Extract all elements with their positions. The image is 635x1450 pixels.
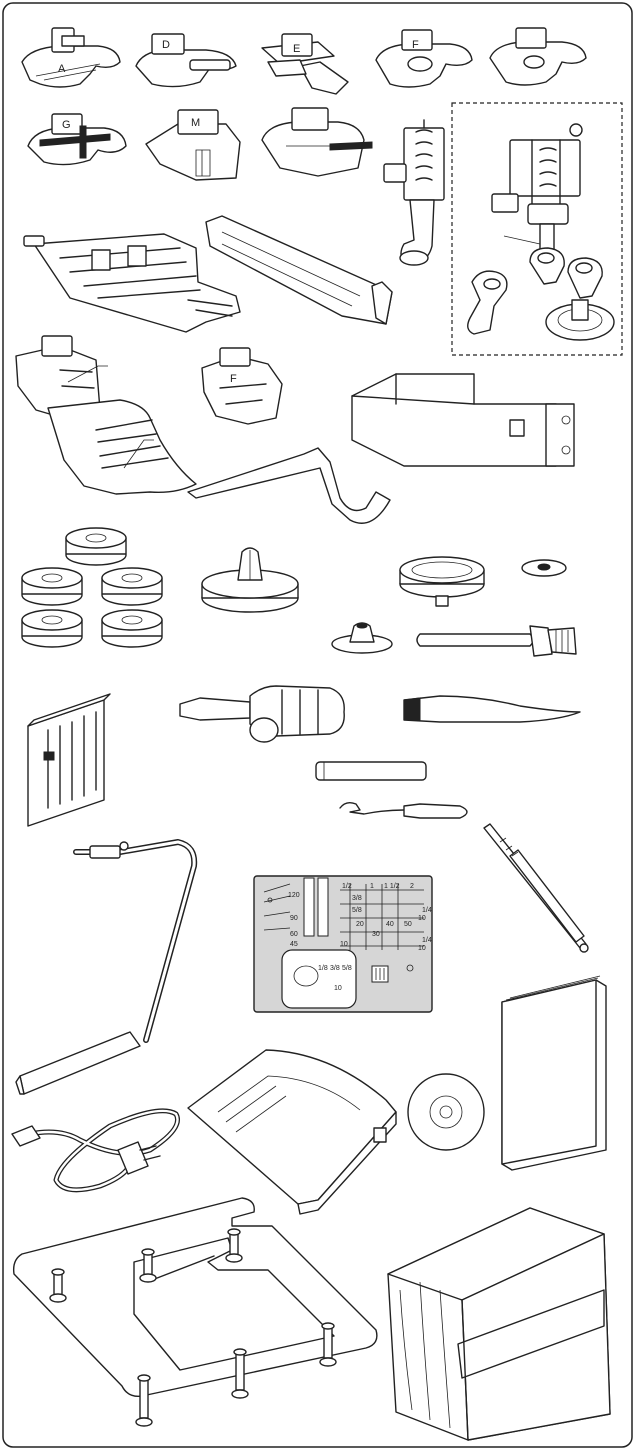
- plate-metric-10: 10: [340, 941, 348, 948]
- touch-screen-stylus-icon: [483, 823, 589, 953]
- seam-ripper-icon: [339, 801, 468, 819]
- foot-g-letter: G: [62, 119, 71, 131]
- extension-table-leg-icon: [139, 1248, 157, 1283]
- plate-mark-120: 120: [288, 892, 300, 899]
- bobbin-icon: [21, 567, 83, 606]
- plate-metric-20: 20: [356, 921, 364, 928]
- optional-kit-dashed-box: [451, 102, 623, 356]
- extension-table-leg-icon: [225, 1228, 243, 1263]
- knee-lifter-icon: [15, 839, 198, 1095]
- clear-free-motion-foot-icon: [545, 257, 615, 341]
- extension-table-leg-icon: [319, 1322, 337, 1367]
- foot-m-letter: M: [191, 117, 200, 129]
- spool-stand-icon: [399, 556, 485, 607]
- extension-table-icon: [12, 1197, 378, 1427]
- lint-brush-icon: [403, 695, 581, 723]
- plate-fraction-4: 1 1/2: [384, 883, 400, 890]
- plate-fraction-2: 3/8: [352, 895, 362, 902]
- plate-mark-90: 90: [290, 915, 298, 922]
- instruction-book-icon: [501, 975, 607, 1171]
- large-spool-holder-icon: [201, 547, 299, 613]
- plate-bottom-fraction-1: 1/8: [318, 965, 328, 972]
- plate-right-mark-4: 10: [418, 945, 426, 952]
- spool-net-felt-icon: [521, 559, 567, 577]
- plate-right-mark-3: 1/4: [422, 937, 432, 944]
- overedge-foot-d-icon: D: [135, 33, 237, 88]
- automatic-buttonhole-foot-icon: [23, 233, 241, 333]
- extension-table-leg-icon: [135, 1374, 153, 1427]
- open-toe-foot-icon: [489, 27, 587, 86]
- plate-mark-60: 60: [290, 931, 298, 938]
- plate-fraction-5: 2: [410, 883, 414, 890]
- plate-bottom-fraction-3: 5/8: [342, 965, 352, 972]
- additional-spool-pin-icon: [416, 625, 577, 657]
- satin-stitch-foot-f-icon: F: [375, 29, 473, 88]
- straight-stitch-needle-plate-icon: 120 90 60 45 1/2 3/8 1 1 1/2 2 5/8 20 40…: [253, 875, 433, 1013]
- needle-set-icon: [27, 693, 111, 827]
- small-spool-holder-icon: [331, 622, 393, 654]
- plate-metric-40: 40: [386, 921, 394, 928]
- extension-table-leg-icon: [49, 1268, 67, 1303]
- plate-metric-50: 50: [404, 921, 412, 928]
- foot-f-letter: F: [412, 39, 419, 51]
- plate-fraction-3: 1: [370, 883, 374, 890]
- power-cord-icon: [11, 1108, 180, 1193]
- bobbin-icon: [65, 527, 127, 566]
- bobbin-stack-icon: [21, 527, 163, 648]
- plate-right-mark-1: 1/4: [422, 907, 432, 914]
- plate-metric-30: 30: [372, 931, 380, 938]
- plate-bottom-fraction-2: 3/8: [330, 965, 340, 972]
- screwdriver-icon: [179, 685, 345, 743]
- plate-fraction-1: 1/2: [342, 883, 352, 890]
- zipper-foot-e-icon: E: [261, 33, 349, 95]
- extension-table-leg-icon: [231, 1348, 249, 1399]
- dvd-disc-icon: [407, 1073, 485, 1151]
- closed-toe-free-motion-foot-icon: [529, 247, 565, 285]
- plate-mark-45: 45: [290, 941, 298, 948]
- extension-table-bracket-icon: [351, 373, 575, 467]
- bobbin-icon: [21, 609, 83, 648]
- seam-ripper-cap-icon: [315, 761, 427, 781]
- even-feed-foot-icon: [15, 335, 197, 495]
- zigzag-foot-a-icon: A: [21, 27, 121, 88]
- button-sewing-guide-plate-icon: [205, 215, 393, 325]
- zipper-foot-m-icon: M: [145, 109, 241, 181]
- free-motion-quilting-foot-icon: [491, 123, 583, 273]
- plate-fraction-6: 5/8: [352, 907, 362, 914]
- plate-bottom-mark-10: 10: [334, 985, 342, 992]
- bobbin-icon: [101, 609, 163, 648]
- hard-cover-icon: [387, 1207, 611, 1441]
- foot-control-icon: [187, 1049, 397, 1215]
- foot-d-letter: D: [162, 39, 170, 51]
- bobbin-icon: [101, 567, 163, 606]
- foot-f2-letter: F: [230, 373, 237, 385]
- quarter-inch-seam-foot-icon: [261, 107, 373, 177]
- quilting-guide-bar-icon: [187, 447, 391, 524]
- foot-a-letter: A: [58, 63, 66, 75]
- darning-foot-icon: [383, 119, 445, 266]
- foot-e-letter: E: [293, 43, 300, 55]
- blind-hem-foot-g-icon: G: [27, 113, 127, 166]
- plate-right-mark-2: 10: [418, 915, 426, 922]
- clear-view-foot-icon: F: [201, 347, 283, 425]
- open-toe-free-motion-foot-icon: [467, 270, 508, 335]
